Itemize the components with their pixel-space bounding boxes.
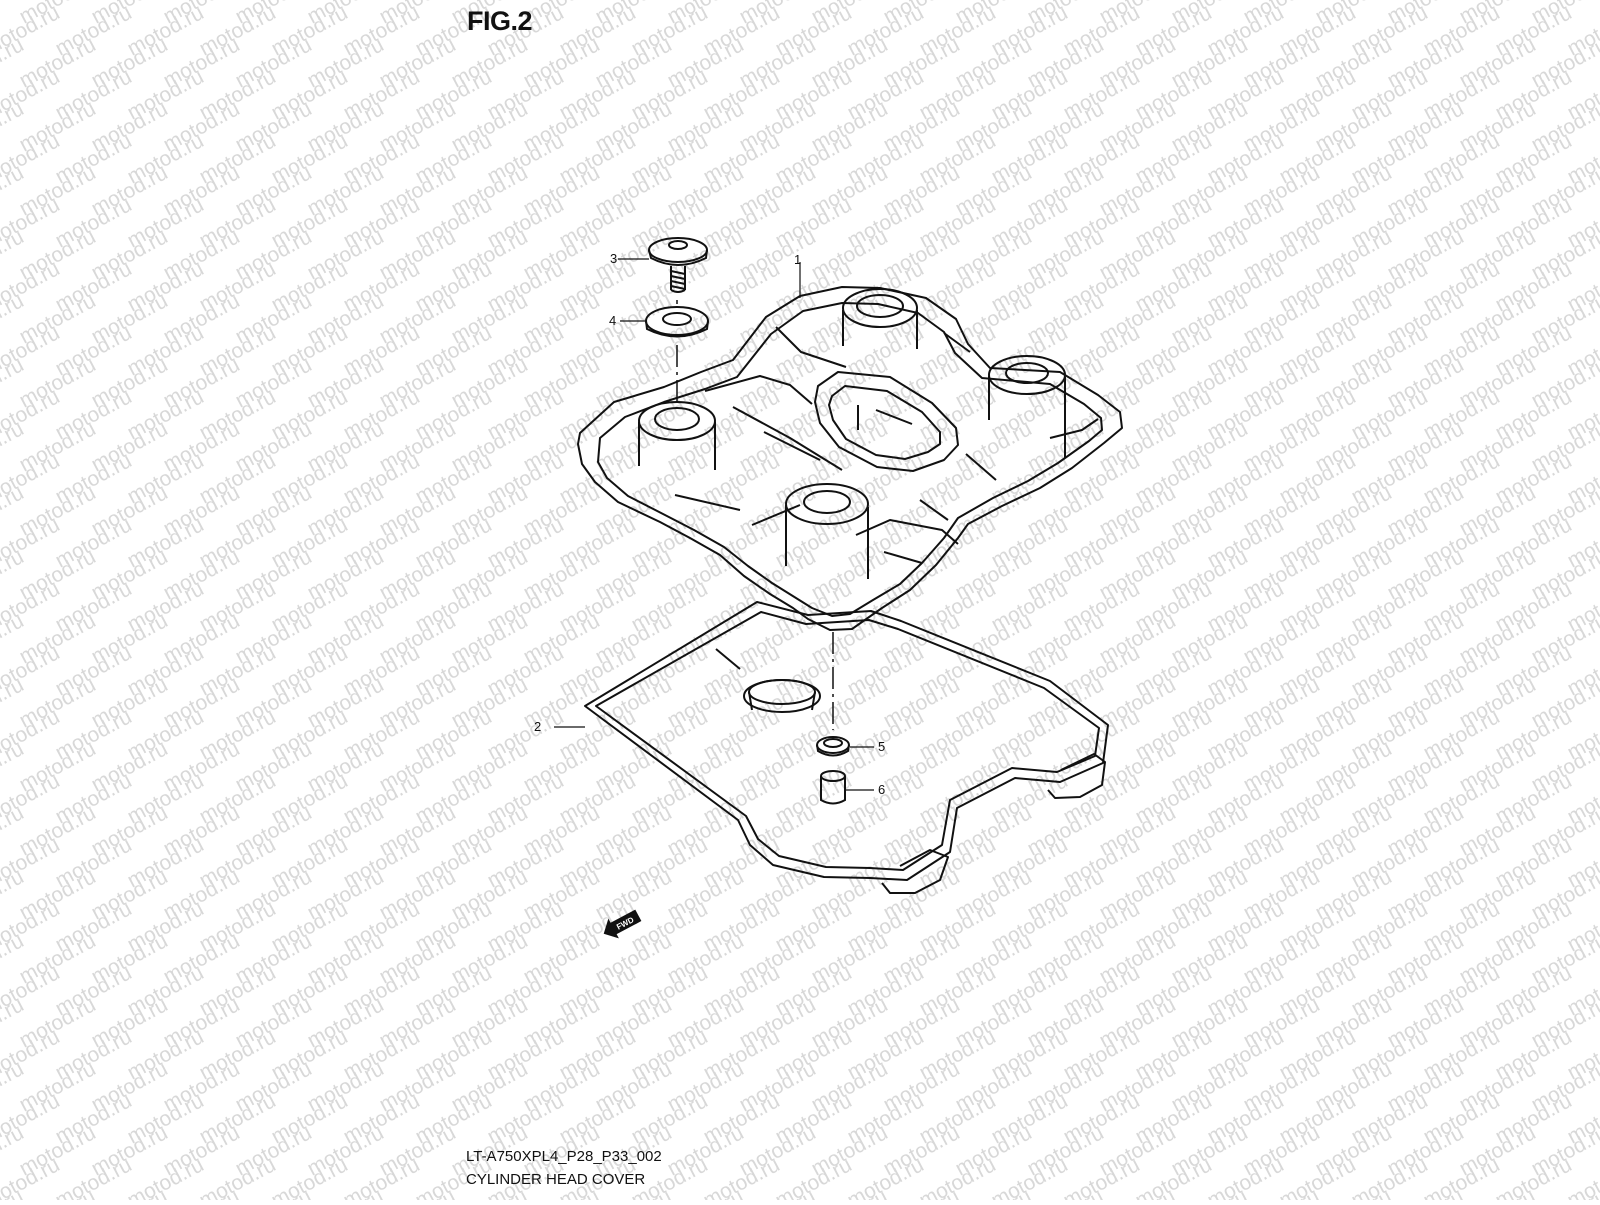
callout-2: 2	[534, 719, 541, 734]
diagram-code: LT-A750XPL4_P28_P33_002	[466, 1148, 662, 1165]
diagram-caption: CYLINDER HEAD COVER	[466, 1171, 645, 1188]
callout-1: 1	[794, 252, 801, 267]
figure-title: FIG.2	[467, 6, 532, 37]
callout-3: 3	[610, 251, 617, 266]
callout-4: 4	[609, 313, 616, 328]
callout-6: 6	[878, 782, 885, 797]
callout-5: 5	[878, 739, 885, 754]
